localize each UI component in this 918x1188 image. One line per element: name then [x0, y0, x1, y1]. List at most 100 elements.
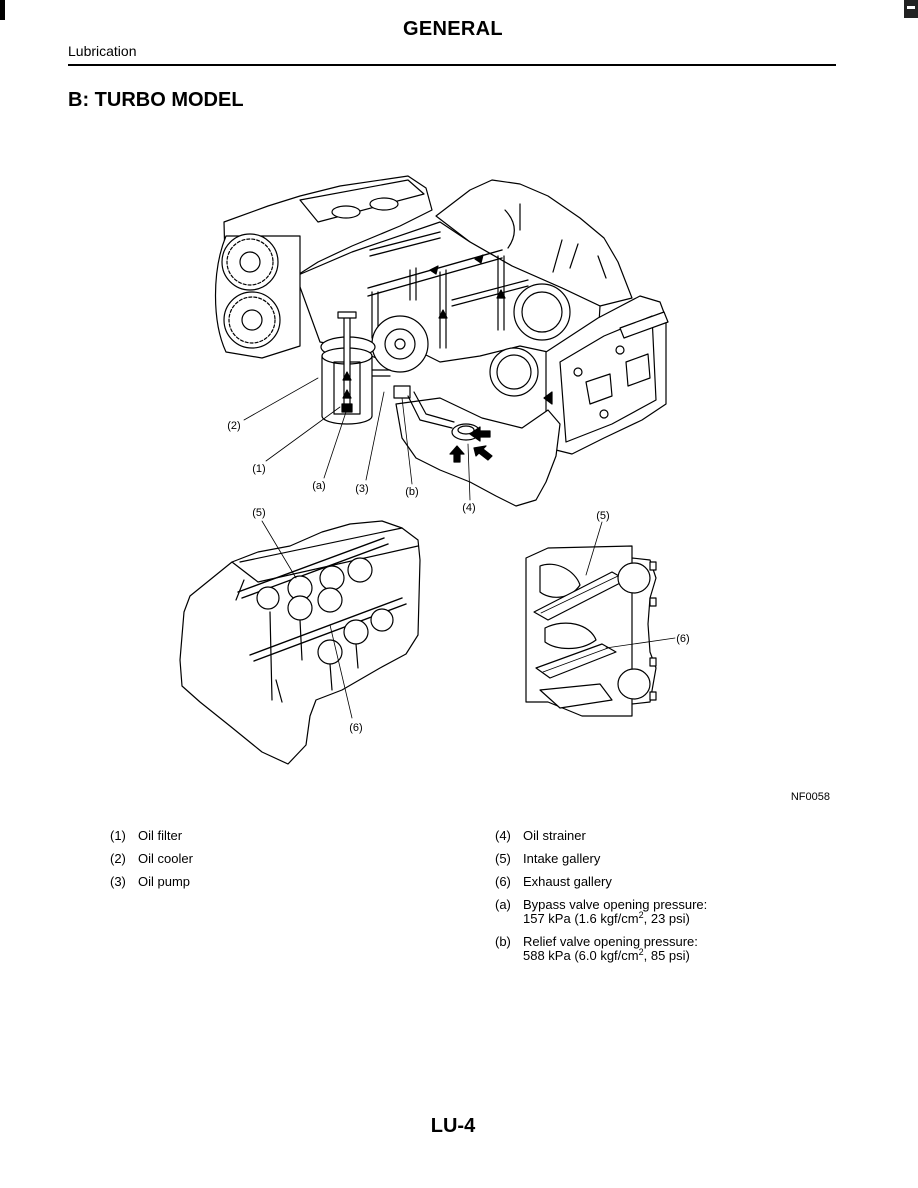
cam-pulley-upper-teeth	[226, 238, 274, 286]
section-name: Lubrication	[68, 43, 137, 59]
bell-housing-detail	[504, 203, 607, 279]
oil-flow-arrow	[342, 371, 352, 381]
callout-label: (5)	[596, 510, 609, 522]
scan-mark	[904, 0, 918, 18]
oil-flow-arrow	[543, 391, 553, 405]
cam-pulley-lower-hub	[241, 309, 263, 331]
cam-pulley-lower-teeth	[228, 296, 276, 344]
valve-seat	[617, 668, 651, 700]
pressure-value: 588 kPa (6.0 kgf/cm2, 85 psi)	[523, 947, 698, 963]
unit-superscript: 2	[638, 947, 644, 957]
leader-line	[467, 443, 471, 501]
pressure-value-main: 157 kPa (1.6 kgf/cm	[523, 911, 639, 926]
legend-item: (5) Intake gallery	[495, 852, 707, 866]
legend-item: (4) Oil strainer	[495, 829, 707, 843]
legend-item: (a) Bypass valve opening pressure: 157 k…	[495, 898, 707, 926]
gallery-rod	[619, 311, 669, 339]
filter-pipe-cap	[337, 311, 357, 319]
cylinder-head-view	[179, 520, 421, 765]
legend-number: (4)	[495, 828, 511, 843]
water-jacket	[539, 683, 613, 709]
page-number: LU-4	[430, 1115, 476, 1137]
intake-port	[369, 197, 399, 211]
callout-label: (4)	[462, 502, 475, 514]
lubrication-system-illustration: (2) (1) (a) (3) (b) (4) (5) (5) (6) (6)	[179, 175, 690, 765]
bypass-valve	[341, 403, 353, 413]
page-header-title: GENERAL	[403, 18, 503, 40]
valve-seat	[617, 562, 651, 594]
legend-number: (3)	[110, 874, 126, 889]
pressure-value-main: 588 kPa (6.0 kgf/cm	[523, 948, 639, 963]
legend-text: Exhaust gallery	[523, 874, 612, 889]
callout-label: (b)	[405, 486, 418, 498]
piston-crown	[521, 291, 563, 333]
legend-item: (1) Oil filter	[110, 829, 193, 843]
right-head-face	[559, 315, 657, 443]
legend-item: (6) Exhaust gallery	[495, 875, 707, 889]
water-jacket	[539, 563, 581, 598]
header-rule	[68, 64, 836, 66]
valve-lifter	[343, 619, 369, 645]
leader-line	[265, 406, 341, 462]
head-bolt	[649, 561, 657, 571]
callout-label: (a)	[312, 480, 325, 492]
legend-item: (3) Oil pump	[110, 875, 193, 889]
head-bolt	[649, 597, 657, 607]
cam-pulley-upper-hub	[239, 251, 261, 273]
head-bolt	[599, 409, 609, 419]
exhaust-port	[585, 373, 613, 405]
oil-flow-arrow	[342, 389, 352, 399]
cylinder-head-outline	[179, 520, 421, 765]
oil-flow-arrow	[429, 265, 439, 275]
callout-label: (5)	[252, 507, 265, 519]
callout-label: (6)	[349, 722, 362, 734]
valve-lifter	[347, 557, 373, 583]
legend-entry: Bypass valve opening pressure: 157 kPa (…	[523, 898, 707, 926]
oil-strainer-pipe	[407, 391, 455, 429]
oil-intake-arrow	[473, 445, 493, 461]
legend-left-column: (1) Oil filter (2) Oil cooler (3) Oil pu…	[110, 829, 193, 889]
engine-assembly-view	[214, 175, 669, 507]
oil-flow-arrow	[474, 254, 484, 264]
oil-intake-arrow	[449, 445, 465, 463]
leader-line	[243, 377, 319, 421]
legend-item: (b) Relief valve opening pressure: 588 k…	[495, 935, 707, 963]
valve-lifter	[370, 608, 394, 632]
scan-mark	[0, 0, 5, 20]
legend-text: Oil filter	[138, 828, 183, 843]
legend-number: (5)	[495, 851, 511, 866]
intake-gallery-bore	[540, 575, 619, 614]
unit-superscript: 2	[638, 910, 644, 920]
piston-crown	[496, 354, 532, 390]
intake-port	[331, 205, 361, 219]
callout-label: (6)	[676, 633, 689, 645]
legend-text: Relief valve opening pressure:	[523, 934, 698, 949]
head-bolt	[573, 367, 583, 377]
cam-cover	[299, 179, 425, 223]
head-cross-section-view	[525, 545, 657, 717]
oil-pump-shaft	[394, 338, 406, 350]
pressure-value-psi: , 23 psi)	[643, 911, 690, 926]
callout-label: (2)	[227, 420, 240, 432]
water-jacket	[544, 622, 597, 650]
oil-intake-arrow	[469, 426, 491, 442]
legend-text: Intake gallery	[523, 851, 601, 866]
leader-line	[261, 520, 297, 579]
oil-flow-arrow	[496, 289, 506, 299]
legend-text: Oil pump	[138, 874, 191, 889]
legend-number: (b)	[495, 934, 511, 949]
legend-number: (6)	[495, 874, 511, 889]
pressure-value-psi: , 85 psi)	[643, 948, 690, 963]
valve-lifter	[287, 595, 313, 621]
head-bolt	[615, 345, 625, 355]
head-bolt	[649, 657, 657, 667]
legend-text: Oil strainer	[523, 828, 586, 843]
figure-code: NF0058	[790, 791, 830, 803]
legend-number: (1)	[110, 828, 126, 843]
leader-line	[329, 624, 353, 719]
legend-right-column: (4) Oil strainer (5) Intake gallery (6) …	[495, 829, 707, 963]
legend-number: (2)	[110, 851, 126, 866]
leader-line	[323, 411, 347, 479]
oil-strainer-screen	[457, 425, 475, 435]
legend-number: (a)	[495, 897, 511, 912]
